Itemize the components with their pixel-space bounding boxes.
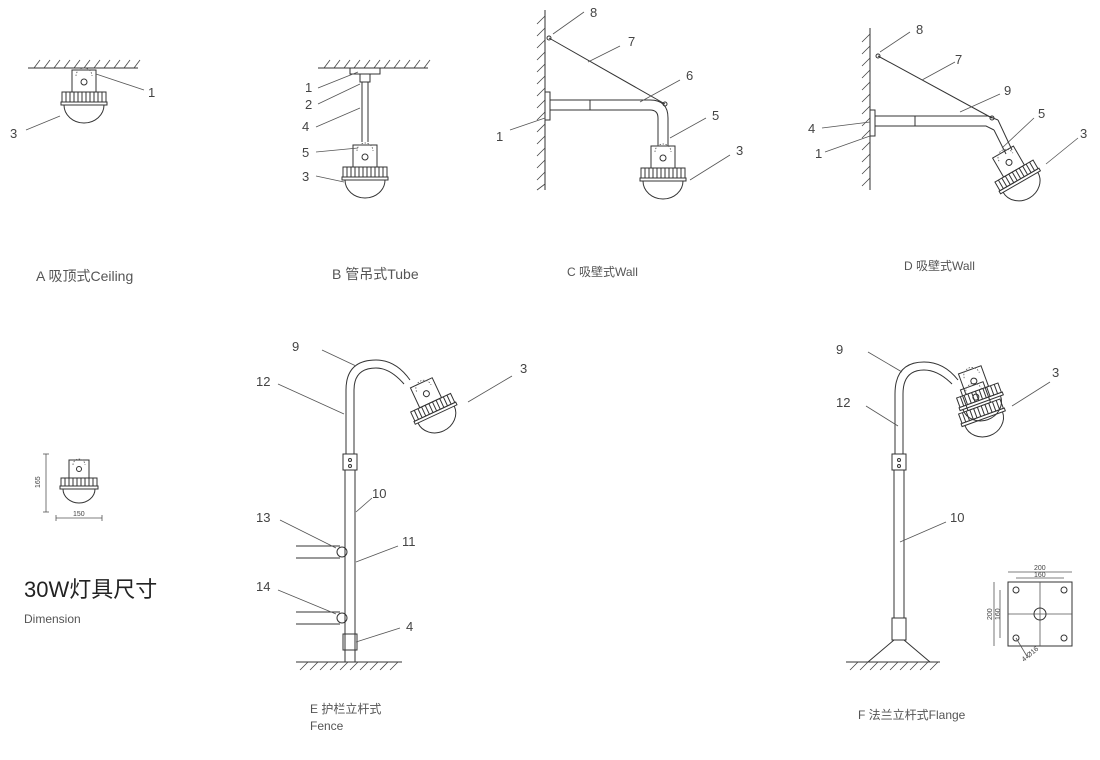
label-d-9: 9 [1004, 83, 1011, 98]
dim-height: 165 [35, 476, 42, 488]
label-f-10: 10 [950, 510, 964, 525]
fig-f-flange [846, 351, 1073, 671]
caption-e: E 护栏立杆式 [310, 701, 381, 716]
label-f-12: 12 [836, 395, 850, 410]
label-e-12: 12 [256, 374, 270, 389]
label-d-8: 8 [916, 22, 923, 37]
label-c-8: 8 [590, 5, 597, 20]
flange-dim-hole: 4-Ø16 [1021, 646, 1040, 664]
label-e-11: 11 [402, 534, 416, 549]
label-b-4: 4 [302, 119, 309, 134]
caption-a: A 吸顶式Ceiling [36, 268, 133, 284]
label-d-5: 5 [1038, 106, 1045, 121]
fig-c-wall [509, 10, 731, 200]
label-a-1: 1 [148, 85, 155, 100]
label-e-10: 10 [372, 486, 386, 501]
label-b-2: 2 [305, 97, 312, 112]
flange-dim-inner: 160 [1034, 572, 1046, 579]
label-c-6: 6 [686, 68, 693, 83]
flange-dim-side-inner: 160 [995, 608, 1002, 620]
dimension-subtitle: Dimension [24, 612, 81, 626]
caption-d: D 吸壁式Wall [904, 258, 975, 273]
flange-dim-side-outer: 200 [987, 608, 994, 620]
label-b-3: 3 [302, 169, 309, 184]
label-e-14: 14 [256, 579, 270, 594]
label-a-3: 3 [10, 126, 17, 141]
label-e-9: 9 [292, 339, 299, 354]
caption-e-sub: Fence [310, 719, 344, 733]
fig-d-wall [821, 28, 1079, 210]
fig-b-tube [315, 59, 431, 199]
label-b-1: 1 [305, 80, 312, 95]
label-c-5: 5 [712, 108, 719, 123]
caption-c: C 吸壁式Wall [567, 264, 638, 279]
fig-a-ceiling [25, 59, 145, 131]
label-e-4: 4 [406, 619, 413, 634]
label-e-3: 3 [520, 361, 527, 376]
label-f-3: 3 [1052, 365, 1059, 380]
label-f-9: 9 [836, 342, 843, 357]
fig-e-fence [277, 349, 513, 671]
label-b-5: 5 [302, 145, 309, 160]
label-d-4: 4 [808, 121, 815, 136]
label-c-3: 3 [736, 143, 743, 158]
dim-width: 150 [73, 511, 85, 518]
label-d-3: 3 [1080, 126, 1087, 141]
label-d-1: 1 [815, 146, 822, 161]
dimension-title: 30W灯具尺寸 [24, 577, 157, 602]
caption-f: F 法兰立杆式Flange [858, 707, 966, 722]
flange-dim-outer: 200 [1034, 565, 1046, 572]
label-c-7: 7 [628, 34, 635, 49]
label-e-13: 13 [256, 510, 270, 525]
fig-dimension [43, 453, 103, 521]
label-c-1: 1 [496, 129, 503, 144]
label-d-7: 7 [955, 52, 962, 67]
caption-b: B 管吊式Tube [332, 266, 419, 282]
